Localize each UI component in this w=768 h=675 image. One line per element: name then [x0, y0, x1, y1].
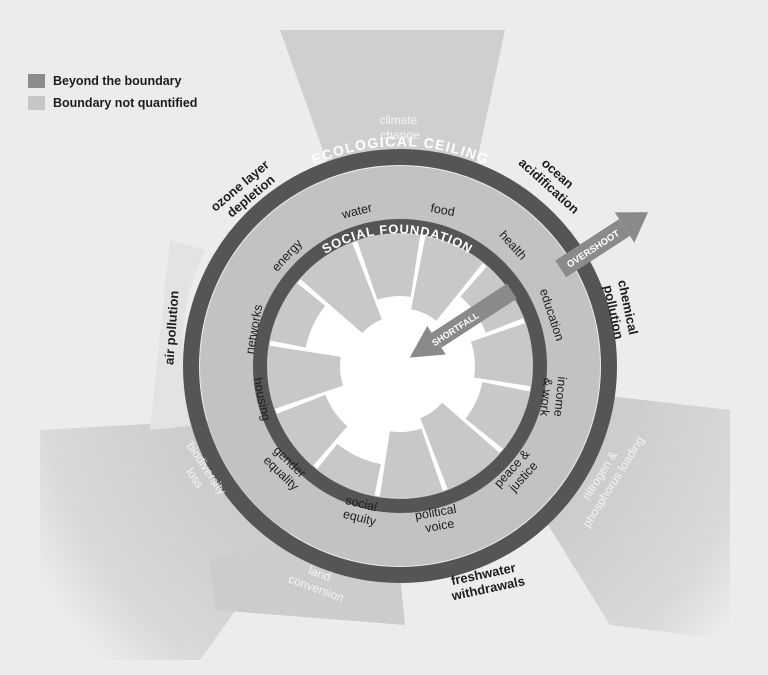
shortfall-wedge-energy — [300, 242, 382, 334]
shortfall-wedge-income-work — [465, 382, 530, 449]
wedge-land-conversion — [210, 540, 405, 625]
label-income-work: income & work — [537, 374, 569, 420]
legend: Beyond the boundary Boundary not quantif… — [28, 70, 197, 114]
label-food: food — [429, 201, 455, 219]
label-climate-change: climate change — [379, 113, 420, 142]
shortfall-wedge-food — [411, 236, 483, 321]
ecological-ceiling-ring — [183, 149, 617, 583]
shortfall-wedge-social-equity — [317, 443, 381, 496]
shortfall-wedge-political-voice — [379, 428, 443, 499]
shortfall-wedge-housing — [267, 345, 344, 409]
legend-label-not-quantified: Boundary not quantified — [53, 96, 198, 110]
shortfall-wedge-education — [470, 323, 533, 387]
wedge-air-pollution-faint — [150, 240, 205, 430]
legend-label-beyond: Beyond the boundary — [53, 74, 182, 88]
legend-item-beyond: Beyond the boundary — [28, 70, 197, 92]
shortfall-wedge-peace-justice — [420, 402, 500, 490]
label-political-voice: political voice — [414, 501, 463, 536]
shortfall-wedge-water — [357, 234, 421, 300]
legend-item-not-quantified: Boundary not quantified — [28, 92, 197, 114]
legend-swatch-beyond — [28, 74, 45, 88]
shortfall-wedges — [267, 234, 533, 499]
wedge-climate-change — [280, 30, 505, 170]
shortfall-wedge-gender-equality — [276, 394, 348, 466]
shortfall-wedge-networks — [270, 283, 326, 348]
label-air-pollution: air pollution — [161, 290, 181, 365]
legend-swatch-not-quantified — [28, 96, 45, 110]
social-foundation-ring — [253, 219, 547, 513]
